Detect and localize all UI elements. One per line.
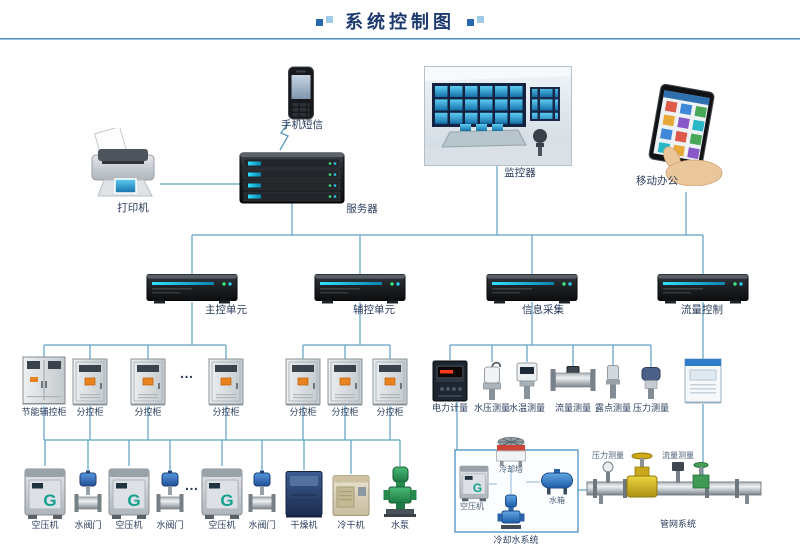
sub-cabinet-label: 分控柜 <box>212 407 240 417</box>
main-control-unit-icon <box>146 274 238 304</box>
dryer-icon <box>285 471 323 518</box>
pipe-pressure-annotation: 压力测量 <box>592 451 624 460</box>
header-divider <box>0 38 800 40</box>
water-tank-label: 水箱 <box>549 496 565 505</box>
printer-icon <box>91 128 155 197</box>
flow-meter-icon <box>550 366 596 392</box>
flow-control-label: 流量控制 <box>681 304 723 316</box>
cabinet-ellipsis: … <box>179 365 195 381</box>
equipment-label: 水阀门 <box>248 520 276 530</box>
page-title: 系统控制图 <box>345 12 455 32</box>
refrigerated-dryer-icon <box>332 475 370 516</box>
sub-control-cabinet-icon <box>208 358 244 406</box>
equipment-label: 水泵 <box>390 520 410 530</box>
cooling-water-system-box <box>454 437 579 533</box>
sub-control-cabinet-icon <box>327 358 363 406</box>
pipe-flow-annotation: 流量测量 <box>662 451 694 460</box>
energy-saving-cabinet-icon <box>22 356 66 405</box>
water-pump-icon <box>383 466 417 518</box>
equipment-label: 冷干机 <box>337 520 365 530</box>
equipment-label: 水阀门 <box>156 520 184 530</box>
sub-control-cabinet-icon <box>285 358 321 406</box>
mobile-phone-icon <box>288 66 314 120</box>
sub-control-cabinet-icon <box>130 358 166 406</box>
server-label: 服务器 <box>346 203 378 215</box>
water-pressure-sensor-icon <box>482 361 502 401</box>
pressure-transmitter-icon <box>641 367 661 400</box>
title-decoration-left <box>316 16 333 26</box>
dewpoint-label: 露点测量 <box>594 403 632 413</box>
printer-label: 打印机 <box>117 202 149 214</box>
sub-cabinet-label: 分控柜 <box>289 407 317 417</box>
pipe-system-title: 管网系统 <box>659 519 697 529</box>
energy-saving-cabinet-label: 节能辅控柜 <box>21 407 67 417</box>
power-meter-icon <box>432 360 468 402</box>
water-valve-icon <box>156 470 184 513</box>
lightning-link-icon <box>279 121 290 151</box>
equipment-ellipsis: … <box>184 477 200 493</box>
air-compressor-icon <box>108 468 150 520</box>
monitoring-room-image <box>424 66 572 166</box>
cooling-compressor-label: 空压机 <box>460 502 484 511</box>
water-temp-label: 水温测量 <box>508 403 546 413</box>
main-control-unit-label: 主控单元 <box>205 304 247 316</box>
info-collection-label: 信息采集 <box>522 304 564 316</box>
equipment-label: 干燥机 <box>290 520 318 530</box>
sub-cabinet-label: 分控柜 <box>134 407 162 417</box>
info-collection-unit-icon <box>486 274 578 304</box>
sub-control-cabinet-icon <box>372 358 408 406</box>
dewpoint-sensor-icon <box>605 365 621 399</box>
air-compressor-icon <box>24 468 66 520</box>
connector-lines <box>43 121 704 491</box>
header: 系统控制图 <box>0 8 800 34</box>
equipment-label: 空压机 <box>115 520 143 530</box>
equipment-label: 空压机 <box>31 520 59 530</box>
tablet-hand-icon <box>647 84 723 186</box>
sub-cabinet-label: 分控柜 <box>76 407 104 417</box>
sub-cabinet-label: 分控柜 <box>376 407 404 417</box>
sms-label: 手机短信 <box>281 119 323 131</box>
pipe-network-graphic <box>586 452 762 504</box>
cooling-tower-label: 冷却塔 <box>499 465 523 474</box>
water-pressure-label: 水压测量 <box>473 403 511 413</box>
air-compressor-icon <box>201 468 243 520</box>
flow-control-unit-icon <box>657 274 749 304</box>
water-valve-icon <box>74 470 102 513</box>
pressure-measure-label: 压力测量 <box>632 403 670 413</box>
flow-control-cabinet-icon <box>684 358 722 404</box>
mobile-office-label: 移动办公 <box>636 175 678 187</box>
server-rack-icon <box>239 152 345 204</box>
cooling-air-compressor-icon <box>459 465 489 502</box>
flow-measure-label: 流量测量 <box>554 403 592 413</box>
cooling-system-title: 冷却水系统 <box>493 535 539 545</box>
equipment-label: 空压机 <box>208 520 236 530</box>
water-temp-sensor-icon <box>516 362 538 400</box>
sub-control-cabinet-icon <box>72 358 108 406</box>
power-meter-label: 电力计量 <box>431 403 469 413</box>
aux-control-unit-icon <box>314 274 406 304</box>
water-valve-icon <box>248 470 276 513</box>
aux-control-unit-label: 辅控单元 <box>353 304 395 316</box>
monitor-label: 监控器 <box>504 167 536 179</box>
sub-cabinet-label: 分控柜 <box>331 407 359 417</box>
title-decoration-right <box>467 16 484 26</box>
equipment-label: 水阀门 <box>74 520 102 530</box>
